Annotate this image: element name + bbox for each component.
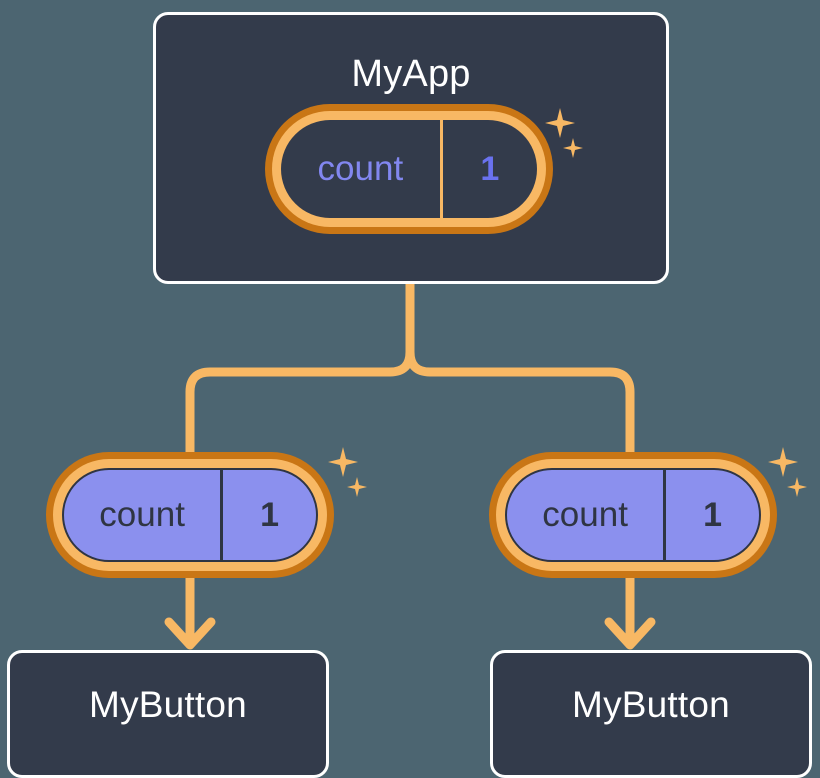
state-pill-body: count 1 — [505, 468, 761, 562]
state-value-label: 1 — [480, 149, 500, 188]
state-pill-body: count 1 — [62, 468, 318, 562]
component-box-myapp[interactable]: MyApp — [153, 12, 669, 284]
component-title: MyButton — [572, 684, 730, 725]
component-box-mybutton-left[interactable]: MyButton — [7, 650, 329, 778]
state-pill-child-left[interactable]: count 1 — [46, 452, 334, 578]
state-pill-body: count 1 — [281, 120, 537, 218]
state-pill-myapp[interactable]: count 1 — [265, 104, 553, 234]
component-box-mybutton-right[interactable]: MyButton — [490, 650, 812, 778]
arrow-down-icon-left-head — [164, 617, 216, 650]
state-key-label: count — [507, 470, 667, 560]
component-title: MyButton — [89, 684, 247, 725]
state-value-label: 1 — [703, 495, 723, 534]
page-title: MyApp — [351, 53, 471, 95]
sparkle-small-icon — [787, 477, 807, 497]
state-pill-child-right[interactable]: count 1 — [489, 452, 777, 578]
state-key-label: count — [64, 470, 224, 560]
state-key-label: count — [281, 120, 443, 218]
state-pill-ring: count 1 — [272, 111, 546, 227]
arrow-down-icon-right-head — [604, 617, 656, 650]
state-pill-ring: count 1 — [53, 459, 327, 571]
branch-connector-right — [405, 347, 635, 457]
sparkle-small-icon — [347, 477, 367, 497]
state-value-label: 1 — [260, 495, 280, 534]
state-pill-ring: count 1 — [496, 459, 770, 571]
sparkle-icon — [328, 447, 358, 477]
sparkle-icon — [768, 447, 798, 477]
branch-connector — [185, 279, 415, 457]
